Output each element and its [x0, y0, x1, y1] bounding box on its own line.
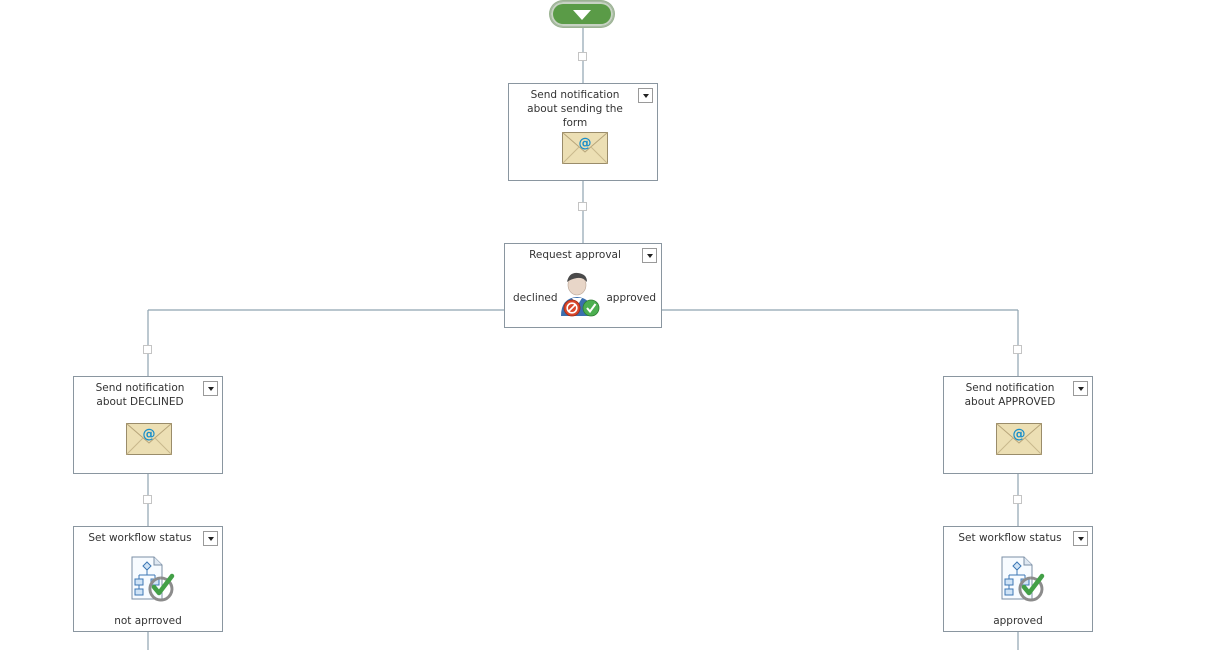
- action-title: Set workflow status: [958, 532, 1062, 544]
- action-menu-button[interactable]: [638, 88, 653, 103]
- workflow-status-icon: [1001, 556, 1045, 602]
- action-title: Set workflow status: [88, 532, 192, 544]
- action-title: Send notification about sending the form: [527, 89, 623, 129]
- insert-action-dropzone[interactable]: [143, 345, 152, 354]
- action-menu-button[interactable]: [1073, 531, 1088, 546]
- workflow-status-value: approved: [993, 615, 1043, 627]
- svg-text:@: @: [1013, 427, 1026, 442]
- action-title: Send notification about DECLINED: [95, 382, 185, 408]
- workflow-status-value: not aprroved: [114, 615, 182, 627]
- action-set-status-approved[interactable]: Set workflow status approved: [943, 526, 1093, 632]
- branch-label-declined: declined: [513, 292, 558, 304]
- email-icon: @: [126, 423, 172, 455]
- insert-action-dropzone[interactable]: [1013, 495, 1022, 504]
- action-menu-button[interactable]: [203, 531, 218, 546]
- insert-action-dropzone[interactable]: [578, 52, 587, 61]
- email-icon: @: [996, 423, 1042, 455]
- insert-action-dropzone[interactable]: [1013, 345, 1022, 354]
- svg-text:@: @: [579, 136, 592, 151]
- action-notify-declined[interactable]: Send notification about DECLINED @: [73, 376, 223, 474]
- action-menu-button[interactable]: [1073, 381, 1088, 396]
- insert-action-dropzone[interactable]: [578, 202, 587, 211]
- action-menu-button[interactable]: [642, 248, 657, 263]
- action-set-status-declined[interactable]: Set workflow status not aprroved: [73, 526, 223, 632]
- email-icon: @: [562, 132, 608, 164]
- action-title: Request approval: [529, 249, 621, 261]
- start-arrow-icon: [573, 10, 591, 20]
- action-request-approval[interactable]: Request approval declined approved: [504, 243, 662, 328]
- workflow-start-node[interactable]: [550, 1, 614, 27]
- approval-user-icon: [561, 272, 600, 317]
- workflow-status-icon: [131, 556, 175, 602]
- action-menu-button[interactable]: [203, 381, 218, 396]
- action-notify-form[interactable]: Send notification about sending the form…: [508, 83, 658, 181]
- action-title: Send notification about APPROVED: [964, 382, 1056, 408]
- insert-action-dropzone[interactable]: [143, 495, 152, 504]
- svg-text:@: @: [143, 427, 156, 442]
- branch-label-approved: approved: [606, 292, 656, 304]
- action-notify-approved[interactable]: Send notification about APPROVED @: [943, 376, 1093, 474]
